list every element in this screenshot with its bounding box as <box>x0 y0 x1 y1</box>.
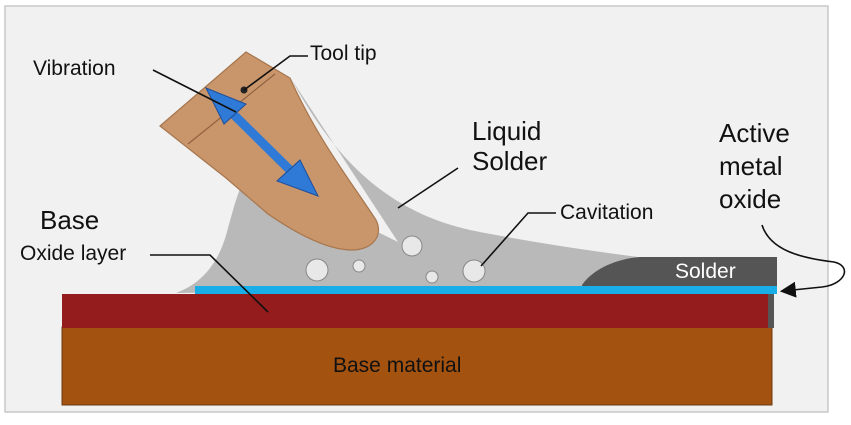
label-liquid-solder-1: Liquid <box>472 116 542 146</box>
label-vibration: Vibration <box>33 57 116 80</box>
cavitation-bubble <box>425 270 439 284</box>
liquid-solder-leader <box>397 167 459 209</box>
label-cavitation: Cavitation <box>560 201 654 224</box>
label-base-material: Base material <box>333 354 462 377</box>
label-oxide-layer: Oxide layer <box>20 242 127 265</box>
label-active-metal-oxide-1: Active <box>719 118 790 148</box>
label-liquid-solder-2: Solder <box>472 146 548 176</box>
layer-edge <box>768 292 774 328</box>
cavitation-bubble <box>401 235 423 257</box>
cavitation-bubble <box>462 259 486 283</box>
label-active-metal-oxide-2: metal <box>719 151 783 181</box>
vibration-arrow-head-lower <box>276 159 320 197</box>
vibration-leader <box>152 69 237 113</box>
label-active-metal-oxide-3: oxide <box>719 184 782 214</box>
tool-tip-leader <box>243 55 308 91</box>
cavitation-bubble <box>352 259 366 273</box>
label-base: Base <box>40 205 100 235</box>
base-material-block <box>61 326 773 406</box>
label-solder: Solder <box>675 260 736 283</box>
active-metal-oxide-leader <box>761 224 846 298</box>
cavitation-bubble <box>305 258 329 282</box>
vibration-arrow-head-upper <box>204 87 247 125</box>
cavitation-leader <box>480 212 556 267</box>
vibration-arrow-shaft <box>222 103 304 184</box>
solid-solder-block <box>582 257 777 286</box>
label-tool-tip: Tool tip <box>310 42 377 65</box>
oxide-layer-leader <box>150 254 269 313</box>
active-oxide-line <box>195 286 777 294</box>
base-oxide-layer-band <box>62 294 772 328</box>
liquid-solder-pool <box>176 80 660 293</box>
